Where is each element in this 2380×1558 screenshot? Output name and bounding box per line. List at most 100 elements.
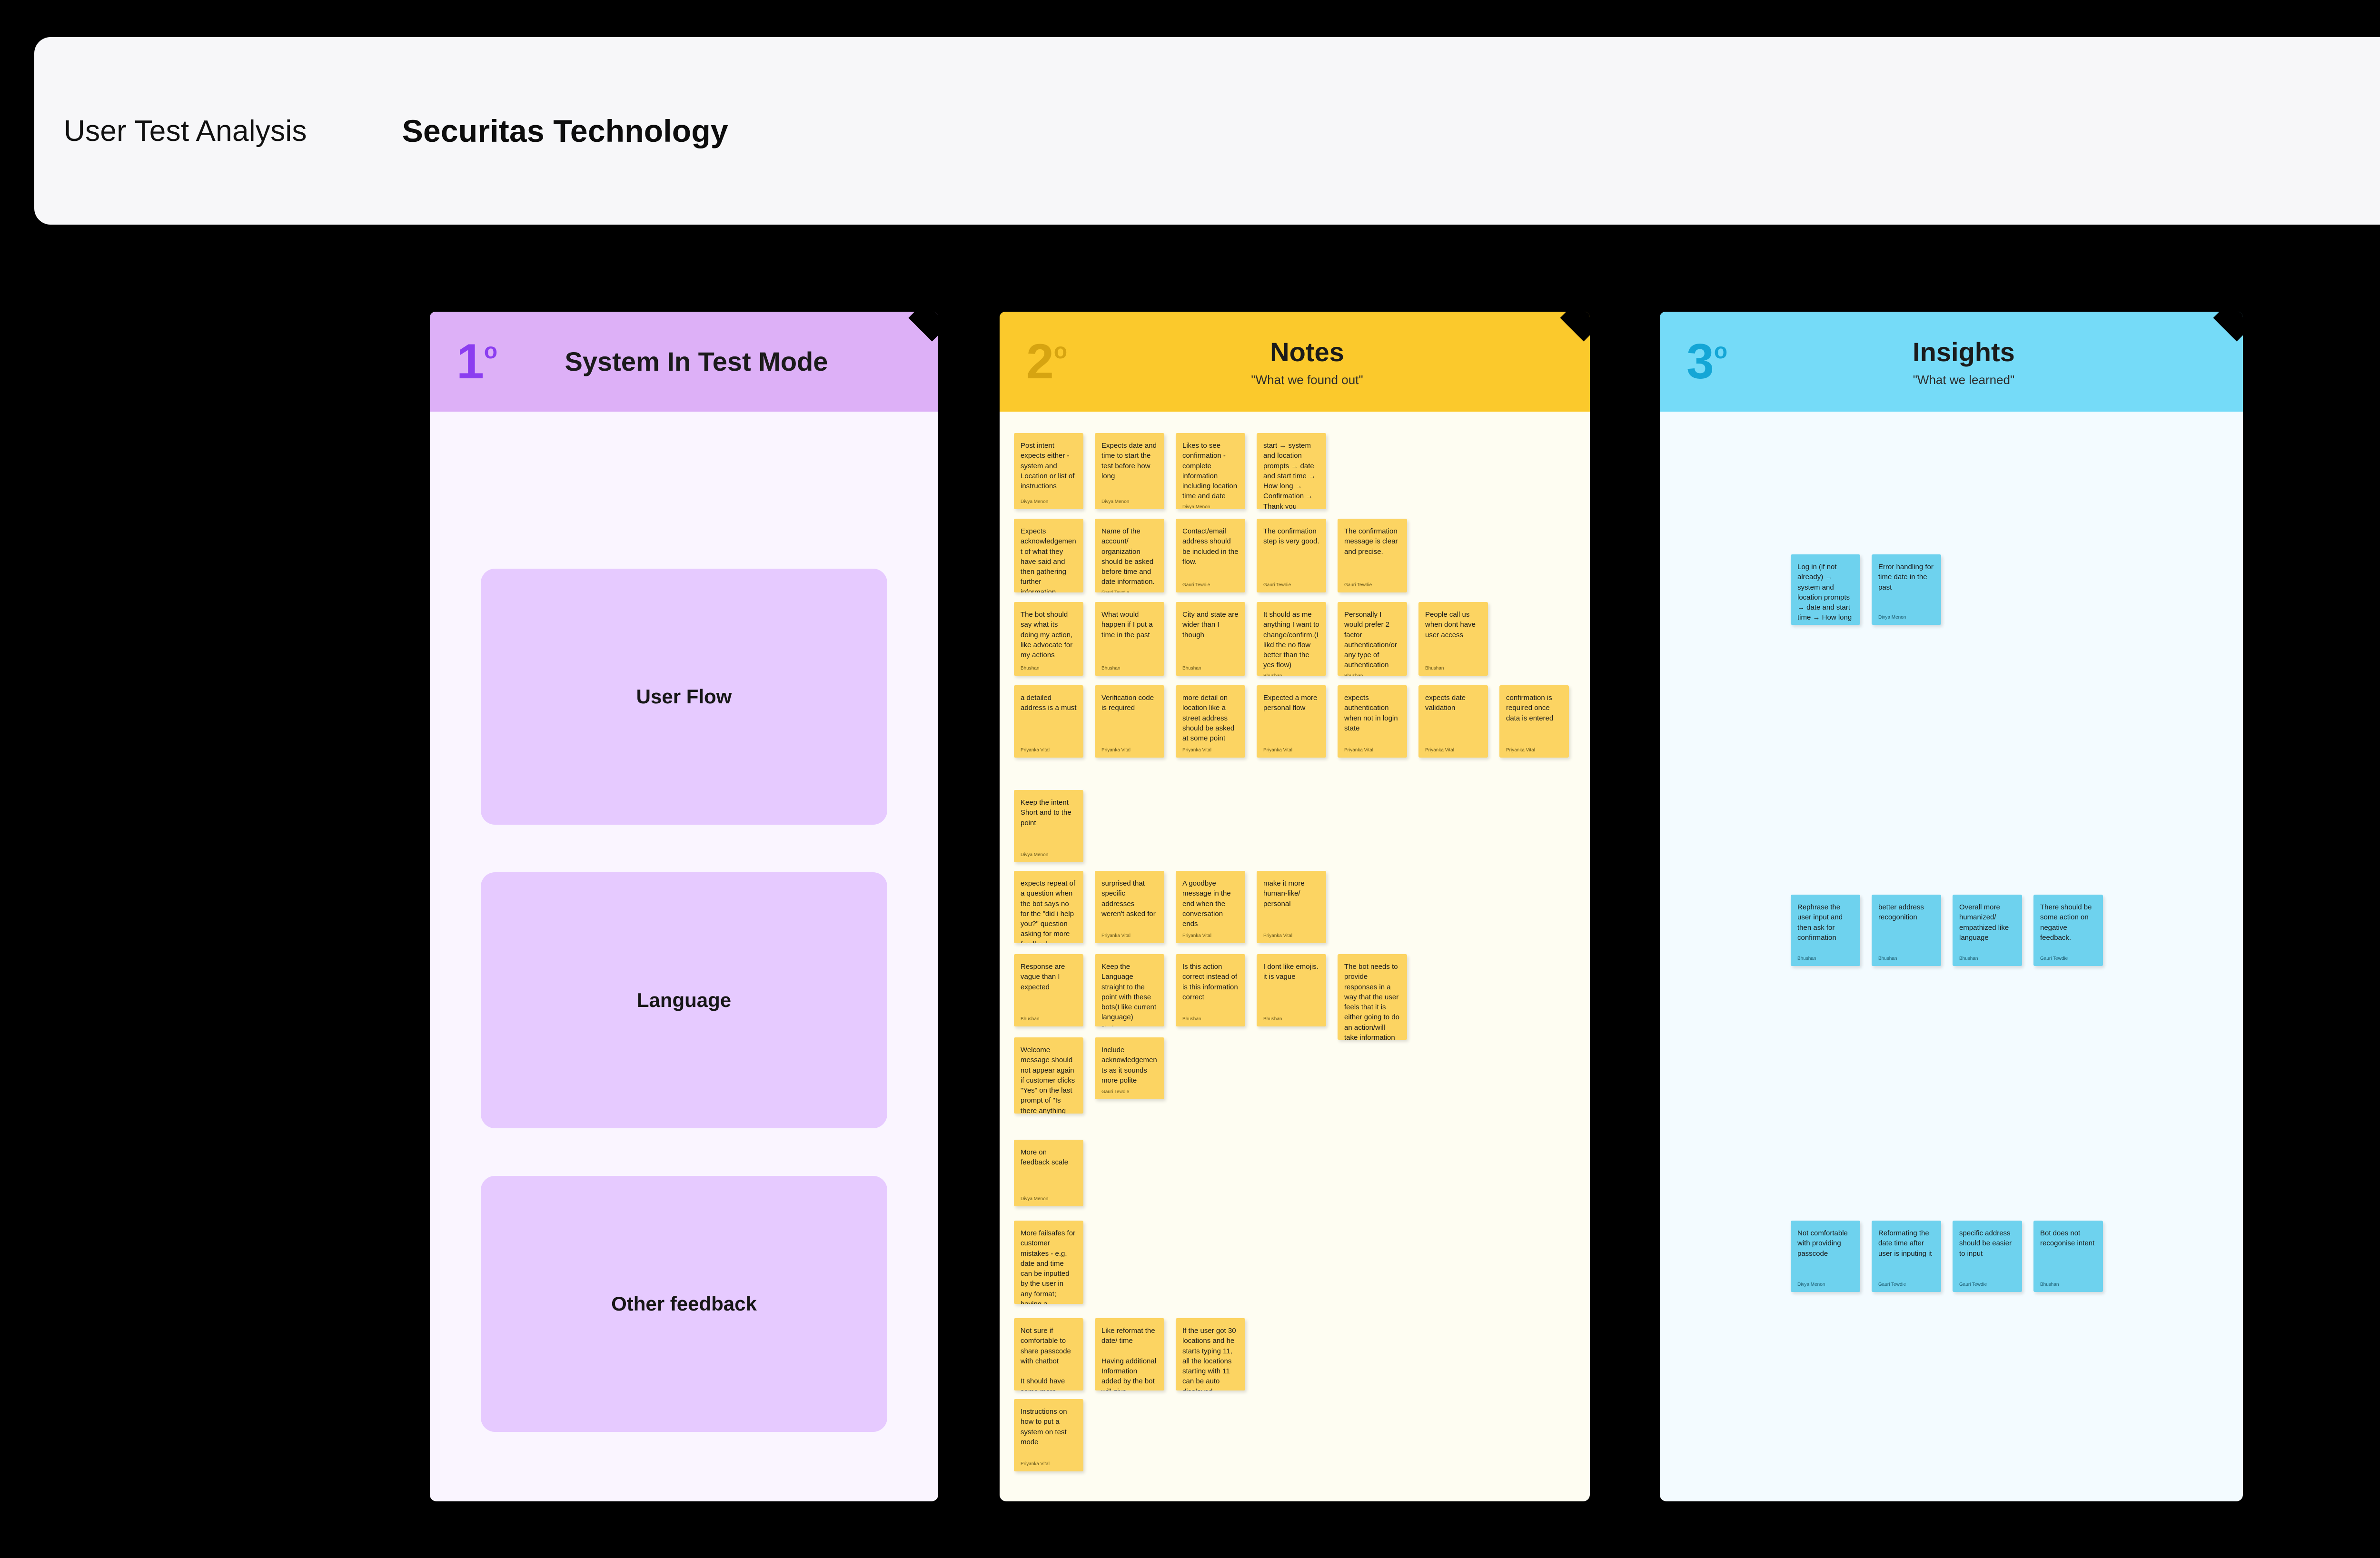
note-sticky-note[interactable]: Expects acknowledgement of what they hav… (1014, 519, 1083, 592)
note-note-author: Divya Menon (1021, 499, 1049, 504)
note-sticky-note[interactable]: More failsafes for customer mistakes - e… (1014, 1221, 1083, 1304)
note-note-text: The confirmation message is clear and pr… (1344, 527, 1398, 556)
note-sticky-note[interactable]: surprised that specific addresses weren'… (1095, 871, 1164, 943)
note-sticky-note[interactable]: Not sure if comfortable to share passcod… (1014, 1318, 1083, 1390)
note-note-text: Is this action correct instead of is thi… (1182, 963, 1238, 1001)
insights-sticky-layer: Log in (if not already) → system and loc… (1660, 412, 2243, 1501)
note-note-text: Expects date and time to start the test … (1101, 442, 1157, 480)
insight-sticky-note[interactable]: Rephrase the user input and then ask for… (1791, 895, 1860, 966)
note-sticky-note[interactable]: Name of the account/ organization should… (1095, 519, 1164, 592)
note-sticky-note[interactable]: The bot needs to provide responses in a … (1338, 954, 1407, 1040)
note-note-text: expects date validation (1425, 694, 1466, 712)
note-sticky-note[interactable]: The confirmation message is clear and pr… (1338, 519, 1407, 592)
column-3-title: Insights (1913, 337, 2015, 367)
note-note-text: What would happen if I put a time in the… (1101, 611, 1153, 639)
insight-note-text: Log in (if not already) → system and loc… (1797, 563, 1852, 625)
note-sticky-note[interactable]: A goodbye message in the end when the co… (1176, 871, 1245, 943)
category-card-language[interactable]: Language (481, 872, 887, 1128)
note-sticky-note[interactable]: What would happen if I put a time in the… (1095, 602, 1164, 676)
note-note-author: Bhushan (1263, 673, 1319, 676)
note-note-author: Bhushan (1344, 673, 1400, 676)
note-sticky-note[interactable]: Like reformat the date/ time Having addi… (1095, 1318, 1164, 1390)
note-sticky-note[interactable]: Likes to see confirmation - complete inf… (1176, 433, 1245, 509)
note-sticky-note[interactable]: Keep the Language straight to the point … (1095, 954, 1164, 1026)
note-sticky-note[interactable]: Include acknowledgements as it sounds mo… (1095, 1037, 1164, 1099)
page-title: User Test Analysis (64, 114, 307, 148)
column-3-number-value: 3 (1686, 334, 1714, 389)
notes-sticky-layer: Post intent expects either - system and … (1000, 412, 1590, 1501)
insight-note-text: Error handling for time date in the past (1878, 563, 1934, 592)
note-note-text: Like reformat the date/ time Having addi… (1101, 1327, 1157, 1390)
note-note-text: City and state are wider than I though (1182, 611, 1239, 639)
note-note-text: Include acknowledgements as it sounds mo… (1101, 1046, 1157, 1085)
column-3-header-text: Insights "What we learned" (1727, 336, 2243, 387)
category-card-user-flow[interactable]: User Flow (481, 569, 887, 825)
note-note-text: Expects acknowledgement of what they hav… (1021, 527, 1076, 592)
note-sticky-note[interactable]: Instructions on how to put a system on t… (1014, 1399, 1083, 1471)
note-note-text: If the user got 30 locations and he star… (1182, 1327, 1236, 1390)
note-note-text: The bot should say what its doing my act… (1021, 611, 1073, 660)
note-sticky-note[interactable]: It should as me anything I want to chang… (1257, 602, 1326, 676)
note-note-text: Expected a more personal flow (1263, 694, 1318, 712)
note-note-text: The bot needs to provide responses in a … (1344, 963, 1399, 1040)
note-sticky-note[interactable]: start → system and location prompts → da… (1257, 433, 1326, 509)
insight-note-text: better address recogonition (1878, 903, 1924, 922)
note-note-author: Divya Menon (1021, 1196, 1049, 1202)
note-sticky-note[interactable]: Is this action correct instead of is thi… (1176, 954, 1245, 1026)
column-2-body: Post intent expects either - system and … (1000, 412, 1590, 1501)
note-sticky-note[interactable]: The bot should say what its doing my act… (1014, 602, 1083, 676)
column-2-title: Notes (1270, 337, 1344, 367)
note-note-text: more detail on location like a street ad… (1182, 694, 1235, 743)
insight-sticky-note[interactable]: Reformating the date time after user is … (1872, 1221, 1941, 1292)
insight-note-text: There should be some action on negative … (2040, 903, 2092, 942)
note-sticky-note[interactable]: Post intent expects either - system and … (1014, 433, 1083, 509)
note-note-text: surprised that specific addresses weren'… (1101, 879, 1156, 918)
note-note-author: Gauri Tewdie (1344, 582, 1372, 588)
insight-note-author: Bhushan (1959, 956, 1978, 961)
note-sticky-note[interactable]: expects repeat of a question when the bo… (1014, 871, 1083, 943)
note-sticky-note[interactable]: expects authentication when not in login… (1338, 685, 1407, 758)
note-sticky-note[interactable]: Welcome message should not appear again … (1014, 1037, 1083, 1114)
note-note-text: Not sure if comfortable to share passcod… (1021, 1327, 1071, 1390)
note-note-author: Divya Menon (1182, 504, 1210, 509)
note-sticky-note[interactable]: Contact/email address should be included… (1176, 519, 1245, 592)
note-sticky-note[interactable]: more detail on location like a street ad… (1176, 685, 1245, 758)
note-note-author: Bhushan (1263, 1016, 1282, 1022)
insight-sticky-note[interactable]: specific address should be easier to inp… (1953, 1221, 2022, 1292)
note-sticky-note[interactable]: Expects date and time to start the test … (1095, 433, 1164, 509)
note-sticky-note[interactable]: The confirmation step is very good.Gauri… (1257, 519, 1326, 592)
insight-sticky-note[interactable]: There should be some action on negative … (2033, 895, 2103, 966)
note-note-author: Priyanka Vital (1182, 933, 1211, 938)
column-3-body: Log in (if not already) → system and loc… (1660, 412, 2243, 1501)
insight-sticky-note[interactable]: Overall more humanized/ empathized like … (1953, 895, 2022, 966)
note-note-author: Gauri Tewdie (1263, 582, 1291, 588)
insight-sticky-note[interactable]: Log in (if not already) → system and loc… (1791, 554, 1860, 625)
note-sticky-note[interactable]: People call us when dont have user acces… (1418, 602, 1488, 676)
column-1-number-value: 1 (456, 334, 484, 389)
note-sticky-note[interactable]: confirmation is required once data is en… (1499, 685, 1569, 758)
insight-sticky-note[interactable]: Error handling for time date in the past… (1872, 554, 1941, 625)
note-note-author: Priyanka Vital (1101, 933, 1130, 938)
insight-note-text: specific address should be easier to inp… (1959, 1229, 2012, 1258)
note-note-author: Gauri Tewdie (1101, 1089, 1130, 1095)
note-sticky-note[interactable]: If the user got 30 locations and he star… (1176, 1318, 1245, 1390)
note-sticky-note[interactable]: Personally I would prefer 2 factor authe… (1338, 602, 1407, 676)
category-card-other-feedback[interactable]: Other feedback (481, 1176, 887, 1432)
